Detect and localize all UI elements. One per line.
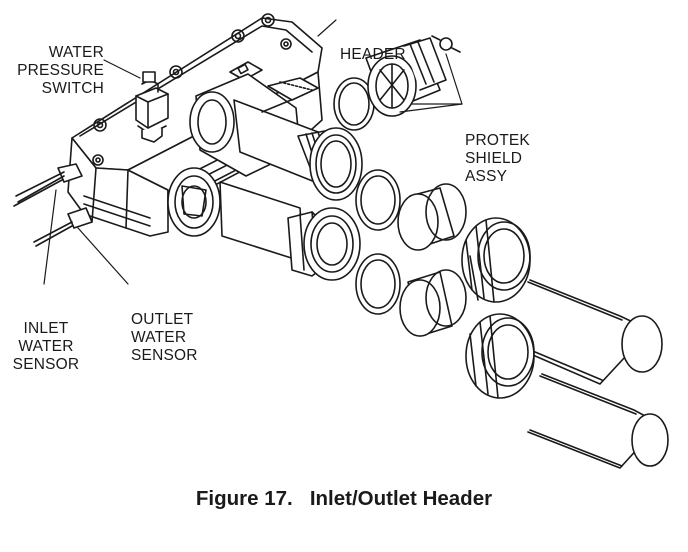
bolt-bosses bbox=[92, 13, 292, 166]
leader-protek-1 bbox=[399, 103, 463, 113]
leader-water-pressure bbox=[103, 59, 141, 79]
leader-outlet bbox=[77, 227, 129, 285]
leader-lines bbox=[43, 19, 463, 285]
protek-shield-assy bbox=[333, 35, 461, 131]
exploded-header-drawing bbox=[13, 13, 669, 469]
leader-inlet bbox=[43, 189, 57, 285]
figure-caption: Figure 17. Inlet/Outlet Header bbox=[195, 487, 493, 510]
upper-fitting-set bbox=[355, 169, 663, 385]
lower-fitting-set bbox=[355, 253, 669, 469]
label-header: HEADER bbox=[340, 46, 406, 63]
upper-port bbox=[189, 73, 363, 201]
leader-header bbox=[317, 19, 337, 37]
inlet-water-sensor bbox=[13, 163, 83, 207]
outlet-water-sensor bbox=[33, 207, 93, 247]
lower-port bbox=[167, 167, 361, 281]
water-pressure-switch bbox=[135, 71, 169, 143]
leader-protek-3 bbox=[445, 53, 463, 105]
